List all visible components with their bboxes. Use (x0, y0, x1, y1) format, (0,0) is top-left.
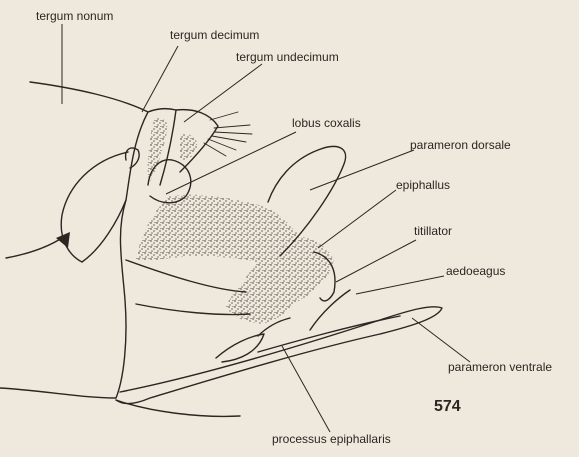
label-tergum-nonum: tergum nonum (36, 9, 113, 23)
label-aedoeagus: aedoeagus (446, 264, 505, 278)
label-parameron-dorsale: parameron dorsale (410, 138, 511, 152)
label-parameron-ventrale: parameron ventrale (448, 360, 552, 374)
label-titillator: titillator (414, 224, 452, 238)
label-tergum-decimum: tergum decimum (170, 28, 259, 42)
epiphallus-stipple (136, 195, 334, 324)
label-lobus-coxalis: lobus coxalis (292, 116, 361, 130)
lateral-lobe (61, 152, 128, 262)
label-tergum-undecimum: tergum undecimum (236, 50, 339, 64)
tergum-stipple (148, 118, 168, 182)
label-epiphallus: epiphallus (396, 178, 450, 192)
tergum-nonum-outline (0, 82, 148, 398)
label-processus-epiphallaris: processus epiphallaris (272, 432, 391, 446)
figure-number: 574 (434, 398, 461, 416)
aedoeagus-outline (310, 290, 350, 330)
